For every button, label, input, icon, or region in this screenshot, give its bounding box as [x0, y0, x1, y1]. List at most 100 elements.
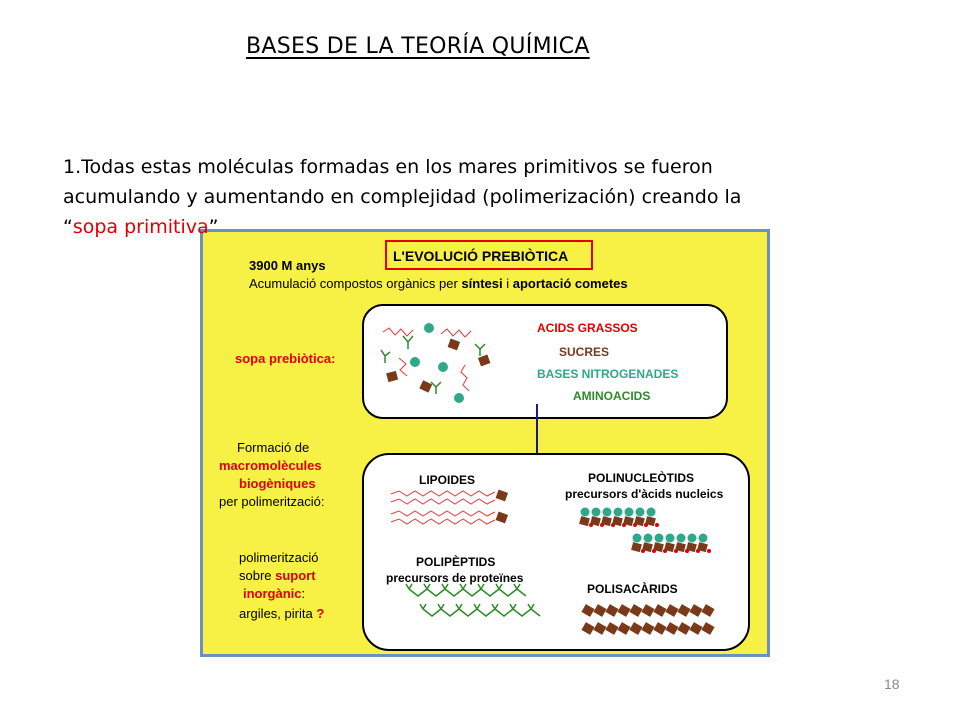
- nucleotide-sugar: [579, 516, 590, 527]
- nucleotide-sugar: [675, 542, 686, 553]
- accum-bold-2: aportació cometes: [513, 276, 628, 291]
- lipid-head-2: [495, 511, 509, 524]
- amino-acid-3: [430, 381, 442, 394]
- accum-text-2: i: [503, 276, 513, 291]
- quote-close: ”: [208, 216, 219, 238]
- saccharide-unit: [617, 604, 631, 617]
- lipid-chain-2a: [390, 510, 496, 517]
- peptide-side-chain: [405, 583, 413, 590]
- support-label-line-3: inorgànic:: [243, 586, 305, 601]
- nucleotide-sugar: [631, 542, 642, 553]
- soup-label: sopa prebiòtica:: [235, 351, 335, 366]
- sugar-4: [477, 354, 491, 367]
- quote-open: “: [63, 216, 73, 238]
- polynucleotides-sub: precursors d'àcids nucleics: [565, 487, 724, 501]
- accum-bold-1: síntesi: [461, 276, 502, 291]
- peptide-side-chain: [441, 583, 449, 590]
- body-line-1: 1.Todas estas moléculas formadas en los …: [63, 156, 713, 178]
- fatty-acid-chain-3: [460, 364, 470, 392]
- nucleotide-base: [687, 533, 697, 543]
- peptide-backbone: [408, 588, 527, 597]
- support-label-line-4: argiles, pirita ?: [239, 606, 324, 621]
- figure-header: L'EVOLUCIÓ PREBIÒTICA: [393, 247, 568, 264]
- soup-molecules: [380, 323, 491, 403]
- fatty-acid-chain-1: [382, 327, 414, 337]
- peptide-side-chain: [495, 583, 503, 590]
- lipid-chain-1b: [390, 498, 496, 505]
- accumulation-line: Acumulació compostos orgànics per síntes…: [249, 276, 628, 291]
- saccharide-unit: [593, 622, 607, 635]
- saccharide-unit: [689, 604, 703, 617]
- nucleotide-base: [632, 533, 642, 543]
- peptide-side-chain: [477, 583, 485, 590]
- saccharide-unit: [677, 604, 691, 617]
- lipid-chains: [390, 489, 509, 525]
- support-text-red-2: inorgànic: [243, 586, 302, 601]
- saccharide-unit: [605, 604, 619, 617]
- saccharide-unit: [617, 622, 631, 635]
- slide-title: BASES DE LA TEORÍA QUÍMICA: [246, 34, 590, 59]
- nucleotide-base: [591, 507, 601, 517]
- soup-item-fatty-acids: ACIDS GRASSOS: [537, 321, 638, 335]
- peptide-side-chain: [513, 583, 521, 590]
- saccharide-unit: [653, 604, 667, 617]
- polypeptides-label: POLIPÈPTIDS: [416, 554, 495, 569]
- base-4: [454, 393, 464, 403]
- macro-label-line-3: biogèniques: [239, 476, 316, 491]
- saccharide-unit: [701, 622, 715, 635]
- saccharide-unit: [701, 604, 715, 617]
- polynucleotide-chains: [579, 507, 711, 553]
- nucleotide-sugar: [686, 542, 697, 553]
- nucleotide-sugar: [645, 516, 656, 527]
- slide-body: 1.Todas estas moléculas formadas en los …: [63, 152, 943, 242]
- nucleotide-base: [698, 533, 708, 543]
- base-1: [424, 323, 434, 333]
- saccharide-unit: [581, 604, 595, 617]
- polysaccharides-label: POLISACÀRIDS: [587, 581, 678, 596]
- peptide-side-chain: [437, 603, 445, 610]
- base-2: [410, 357, 420, 367]
- nucleotide-sugar: [653, 542, 664, 553]
- saccharide-unit: [605, 622, 619, 635]
- nucleotide-base: [646, 507, 656, 517]
- soup-item-bases: BASES NITROGENADES: [537, 367, 678, 381]
- nucleotide-phosphate: [655, 523, 659, 527]
- sugar-2: [386, 370, 399, 383]
- saccharide-unit: [665, 622, 679, 635]
- figure-header-box: [385, 240, 593, 270]
- amino-acid-2: [380, 349, 391, 363]
- support-text-2: :: [302, 586, 306, 601]
- macro-label-line-1: Formació de: [237, 440, 309, 455]
- macro-label-line-4: per polimerització:: [219, 494, 325, 509]
- sugar-3: [419, 380, 433, 393]
- saccharide-unit: [581, 622, 595, 635]
- saccharide-unit: [593, 604, 607, 617]
- saccharide-unit: [689, 622, 703, 635]
- saccharide-unit: [677, 622, 691, 635]
- fatty-acid-chain-2: [440, 328, 472, 338]
- nucleotide-sugar: [697, 542, 708, 553]
- peptide-side-chain: [419, 603, 427, 610]
- nucleotide-base: [676, 533, 686, 543]
- nucleotide-base: [602, 507, 612, 517]
- support-label-line-2: sobre suport: [239, 568, 316, 583]
- nucleotide-sugar: [590, 516, 601, 527]
- nucleotide-base: [624, 507, 634, 517]
- figure-canvas: L'EVOLUCIÓ PREBIÒTICA 3900 M anys Acumul…: [219, 240, 750, 651]
- nucleotide-base: [613, 507, 623, 517]
- saccharide-unit: [629, 604, 643, 617]
- polypeptide-chains: [405, 583, 541, 617]
- lipids-label: LIPOIDES: [419, 473, 475, 487]
- peptide-side-chain: [509, 603, 517, 610]
- lipid-head-1: [495, 489, 509, 502]
- saccharide-unit: [629, 622, 643, 635]
- page-number: 18: [884, 676, 900, 692]
- accum-text-1: Acumulació compostos orgànics per: [249, 276, 461, 291]
- nucleotide-sugar: [612, 516, 623, 527]
- peptide-backbone: [422, 608, 541, 617]
- soup-box: [362, 304, 728, 419]
- soup-item-sugars: SUCRES: [559, 345, 609, 359]
- peptide-side-chain: [455, 603, 463, 610]
- saccharide-unit: [653, 622, 667, 635]
- nucleotide-phosphate: [707, 549, 711, 553]
